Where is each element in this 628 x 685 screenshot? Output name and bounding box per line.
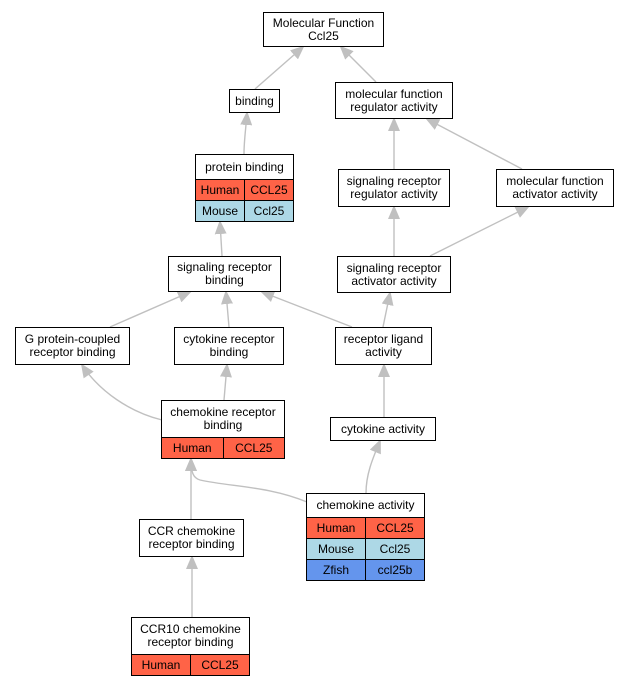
gene-cell: CCL25 bbox=[190, 654, 249, 675]
species-cell: Human bbox=[307, 517, 366, 539]
node-molecular-function[interactable]: Molecular Function Ccl25 bbox=[263, 12, 384, 47]
node-receptor-ligand-activity[interactable]: receptor ligand activity bbox=[335, 327, 432, 365]
species-cell: Human bbox=[196, 179, 245, 201]
edge-cytokine-rec-to-sig-rec-binding bbox=[221, 290, 234, 328]
edge-ligand-to-sig-rec-binding bbox=[260, 290, 353, 328]
node-mf-activator-activity[interactable]: molecular function activator activity bbox=[496, 169, 614, 207]
gene-cell: Ccl25 bbox=[365, 538, 424, 560]
edge-activator-to-regulator bbox=[425, 118, 523, 170]
edge-binding-to-mf bbox=[254, 45, 305, 90]
edge-sig-rec-activator-to-activator bbox=[429, 206, 530, 257]
species-cell: Mouse bbox=[196, 200, 245, 221]
node-gpcr-binding[interactable]: G protein-coupled receptor binding bbox=[15, 327, 130, 365]
node-title: molecular function regulator activity bbox=[345, 86, 443, 114]
edge-chemokine-activity-to-chemokine-rec bbox=[185, 457, 308, 503]
node-ccr-chemokine-receptor-binding[interactable]: CCR chemokine receptor binding bbox=[139, 519, 244, 557]
node-signaling-receptor-activator-activity[interactable]: signaling receptor activator activity bbox=[337, 256, 451, 293]
node-title: signaling receptor regulator activity bbox=[346, 174, 442, 201]
node-title: cytokine activity bbox=[340, 421, 426, 436]
edge-ligand-to-sig-rec-activator bbox=[381, 291, 394, 328]
node-title: molecular function activator activity bbox=[506, 174, 604, 201]
node-title: signaling receptor binding bbox=[177, 260, 272, 287]
node-title: receptor ligand activity bbox=[343, 332, 424, 359]
node-title: cytokine receptor binding bbox=[183, 332, 275, 359]
edge-regulator-to-mf bbox=[339, 45, 377, 83]
node-binding[interactable]: binding bbox=[229, 89, 280, 113]
node-title: CCR10 chemokine receptor binding bbox=[140, 622, 241, 649]
node-title: signaling receptor activator activity bbox=[346, 260, 442, 288]
node-title: binding bbox=[235, 93, 274, 108]
node-title: chemokine activity bbox=[316, 498, 415, 512]
edge-protein-binding-to-binding bbox=[240, 111, 253, 155]
edge-sig-rec-binding-to-protein-binding bbox=[214, 220, 227, 257]
node-signaling-receptor-binding[interactable]: signaling receptor binding bbox=[168, 256, 281, 292]
species-cell: Human bbox=[162, 437, 223, 458]
gene-cell: Ccl25 bbox=[244, 200, 293, 221]
node-title: Molecular Function Ccl25 bbox=[272, 15, 375, 43]
node-cytokine-receptor-binding[interactable]: cytokine receptor binding bbox=[174, 327, 284, 365]
node-mf-regulator-activity[interactable]: molecular function regulator activity bbox=[335, 82, 453, 119]
node-title: protein binding bbox=[205, 159, 284, 174]
edge-chemokine-activity-to-cytokine-activity bbox=[365, 439, 381, 494]
gene-cell: CCL25 bbox=[222, 437, 284, 458]
gene-cell: ccl25b bbox=[365, 559, 424, 580]
edge-chemokine-rec-to-gpcr bbox=[80, 363, 163, 421]
species-cell: Zfish bbox=[307, 559, 366, 580]
species-cell: Human bbox=[132, 654, 191, 675]
gene-cell: CCL25 bbox=[365, 517, 424, 539]
node-title: CCR chemokine receptor binding bbox=[147, 524, 236, 551]
gene-cell: CCL25 bbox=[244, 179, 293, 201]
node-title: G protein-coupled receptor binding bbox=[24, 332, 121, 359]
species-cell: Mouse bbox=[307, 538, 366, 560]
edge-gpcr-to-sig-rec-binding bbox=[109, 291, 192, 328]
node-signaling-receptor-regulator-activity[interactable]: signaling receptor regulator activity bbox=[338, 169, 450, 207]
node-title: chemokine receptor binding bbox=[170, 405, 276, 432]
node-cytokine-activity[interactable]: cytokine activity bbox=[330, 417, 436, 441]
edge-chemokine-rec-to-cytokine-rec bbox=[219, 363, 232, 401]
